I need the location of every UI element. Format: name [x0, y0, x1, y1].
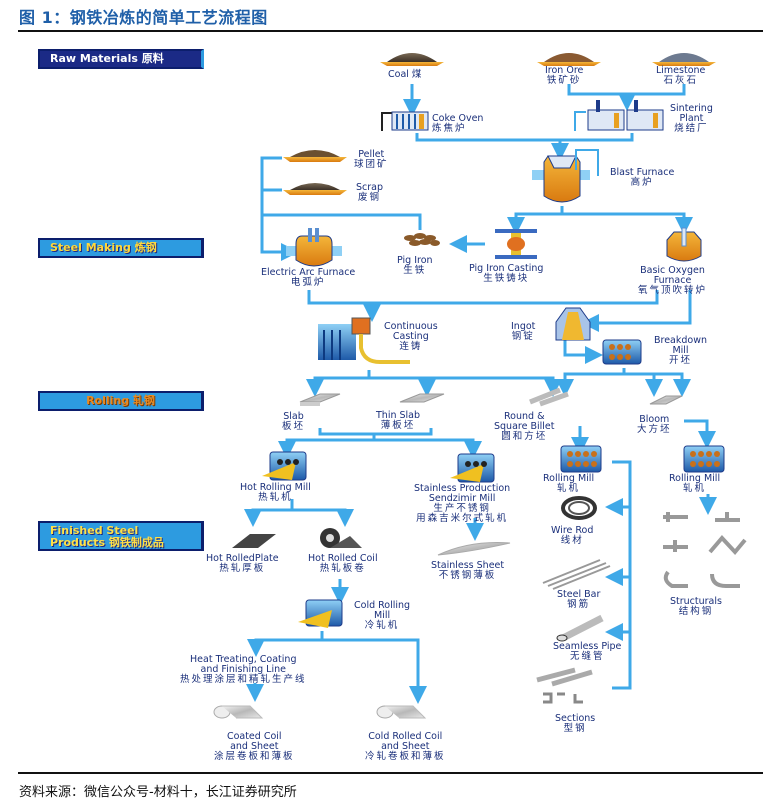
ingot-icon [555, 307, 591, 341]
label-coal: Coal 煤 [388, 69, 422, 80]
coke-oven-icon [381, 111, 429, 131]
hot-rolled-coil-icon [320, 528, 362, 548]
source-note: 资料来源：微信公众号-材料十，长江证券研究所 [19, 785, 297, 800]
stainless-sheet-icon [437, 542, 511, 556]
iron-ore-pile-icon [537, 53, 601, 66]
bottom-rule [18, 772, 763, 774]
hot-rolling-mill-icon [262, 451, 307, 481]
figure-title: 图 1：钢铁冶炼的简单工艺流程图 [19, 8, 268, 27]
cold-rolled-coil-icon [376, 705, 427, 719]
basic-oxygen-furnace-icon [666, 227, 702, 262]
pellet-pile-icon [283, 150, 347, 162]
stage-steel-making: Steel Making 炼钢 [38, 238, 204, 258]
stage-finished-line2: Products 钢铁制成品 [50, 536, 164, 549]
wire-rod-icon [561, 496, 597, 520]
pig-iron-icon [404, 233, 440, 246]
scrap-pile-icon [283, 183, 347, 195]
pig-iron-casting-icon [495, 229, 537, 259]
structurals-icon [663, 512, 747, 588]
connector-lines [244, 84, 717, 704]
electric-arc-furnace-icon [286, 228, 342, 267]
hot-rolled-plate-icon [232, 534, 276, 548]
stage-rolling: Rolling 轧钢 [38, 391, 204, 411]
cold-rolling-mill-icon [298, 599, 343, 628]
thin-slab-icon [399, 393, 445, 403]
sections-icon [536, 667, 593, 704]
breakdown-mill-icon [602, 339, 642, 365]
top-rule [18, 30, 763, 32]
rolling-mill-2-icon [683, 445, 725, 473]
stage-raw-materials: Raw Materials 原料 [38, 49, 204, 69]
continuous-casting-icon [318, 317, 410, 364]
seamless-pipe-icon [556, 614, 604, 642]
limestone-pile-icon [652, 53, 716, 66]
slab-icon [299, 393, 341, 406]
rolling-mill-1-icon [560, 445, 602, 473]
blast-furnace-icon [532, 149, 599, 203]
steel-bar-icon [542, 559, 611, 590]
sintering-plant-icon [574, 100, 664, 131]
bloom-icon [649, 395, 683, 405]
sendzimir-mill-icon [450, 453, 495, 483]
coal-pile-icon [380, 53, 444, 66]
stage-finished-line1: Finished Steel [50, 524, 139, 537]
billet-icon [529, 387, 569, 407]
coated-coil-icon [213, 705, 264, 719]
stage-finished-products: Finished Steel Products 钢铁制成品 [38, 521, 204, 551]
